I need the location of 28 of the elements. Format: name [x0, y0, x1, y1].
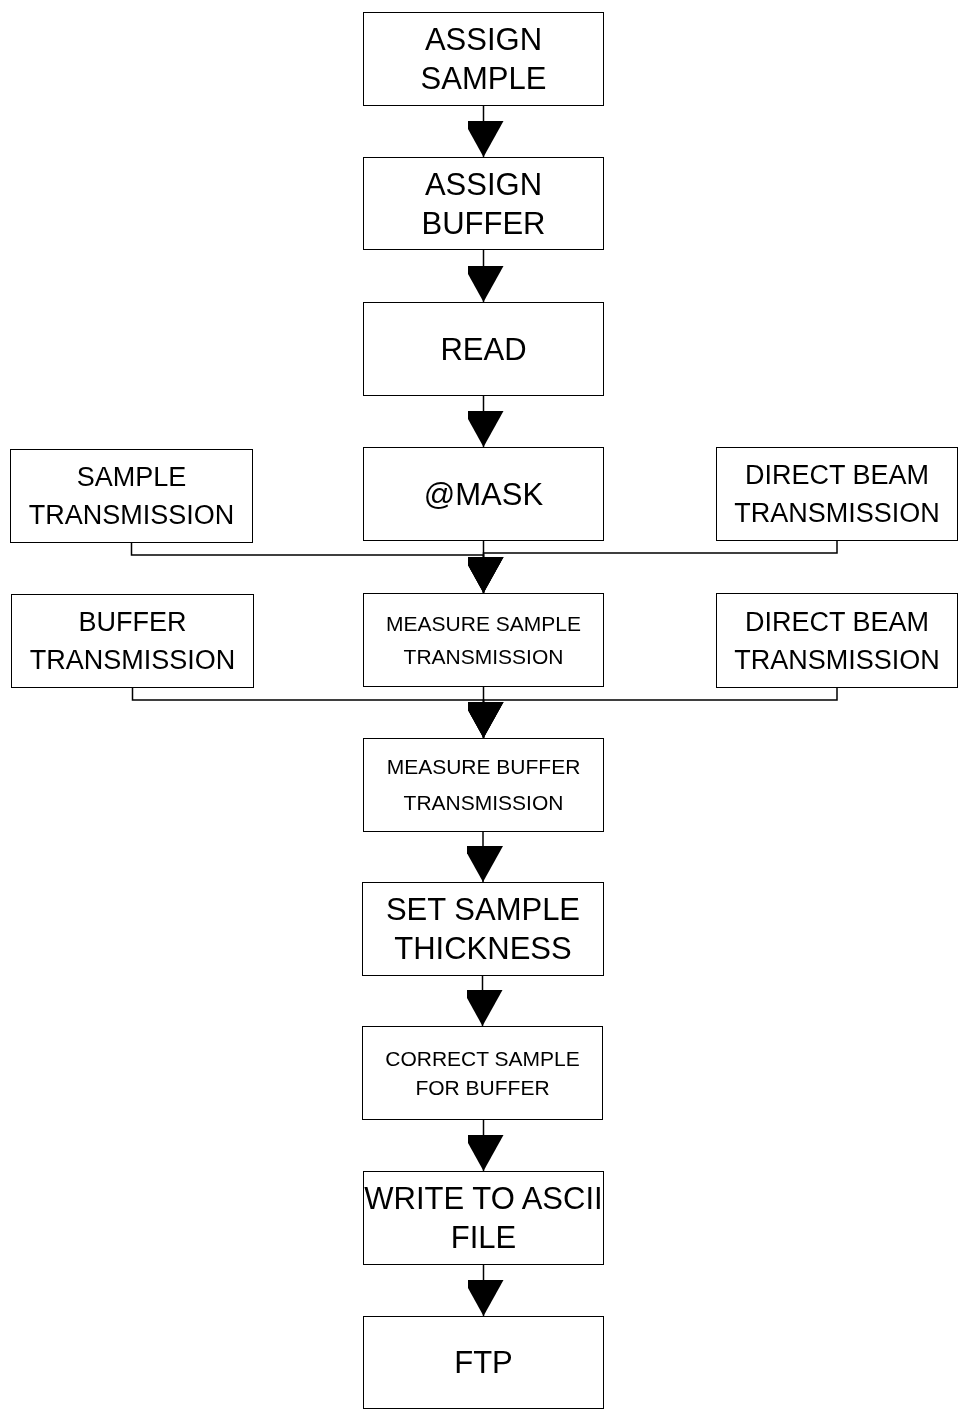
- process-box: [363, 593, 604, 687]
- box-label: CORRECT SAMPLE FOR BUFFER: [384, 1046, 581, 1101]
- box-label: DIRECT BEAM TRANSMISSION: [733, 459, 941, 530]
- process-box: [363, 302, 604, 396]
- box-label: ASSIGN BUFFER: [420, 165, 547, 243]
- process-box: [10, 449, 253, 543]
- box-label: @MASK: [423, 475, 544, 514]
- process-box: [716, 447, 958, 541]
- box-label: DIRECT BEAM TRANSMISSION: [733, 605, 941, 677]
- process-box: [11, 594, 254, 688]
- process-box: [363, 1316, 604, 1409]
- process-box: [363, 12, 604, 106]
- box-label: WRITE TO ASCII FILE: [364, 1180, 603, 1257]
- process-box: [362, 882, 604, 976]
- process-box: [362, 1026, 603, 1120]
- process-box: [363, 157, 604, 250]
- box-label: MEASURE SAMPLE TRANSMISSION: [385, 611, 582, 670]
- process-box: [716, 593, 958, 688]
- box-label: BUFFER TRANSMISSION: [28, 606, 237, 677]
- process-box: [363, 738, 604, 832]
- box-label: FTP: [454, 1344, 513, 1382]
- box-label: MEASURE BUFFER TRANSMISSION: [385, 754, 582, 816]
- process-box: [363, 447, 604, 541]
- box-label: READ: [440, 330, 527, 369]
- box-label: ASSIGN SAMPLE: [419, 21, 548, 98]
- box-label: SAMPLE TRANSMISSION: [27, 461, 236, 532]
- box-label: SET SAMPLE THICKNESS: [384, 891, 582, 968]
- process-box: [363, 1171, 604, 1265]
